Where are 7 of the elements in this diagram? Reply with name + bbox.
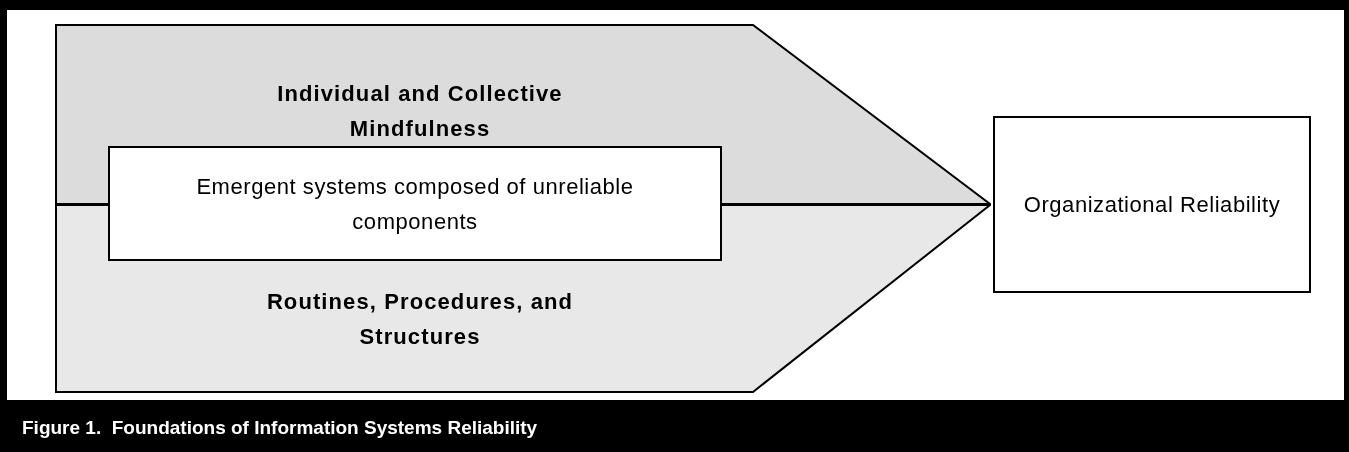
section-heading: Routines, Procedures, and Structures [265, 288, 575, 351]
text-box [993, 116, 1311, 293]
box-text: Emergent systems composed of unreliable components [195, 172, 635, 236]
section-heading: Individual and Collective Mindfulness [276, 80, 564, 143]
text-box [108, 146, 722, 261]
box-text: Organizational Reliability [1023, 191, 1281, 219]
figure-caption: Figure 1. Foundations of Information Systems Reliability [22, 416, 538, 440]
